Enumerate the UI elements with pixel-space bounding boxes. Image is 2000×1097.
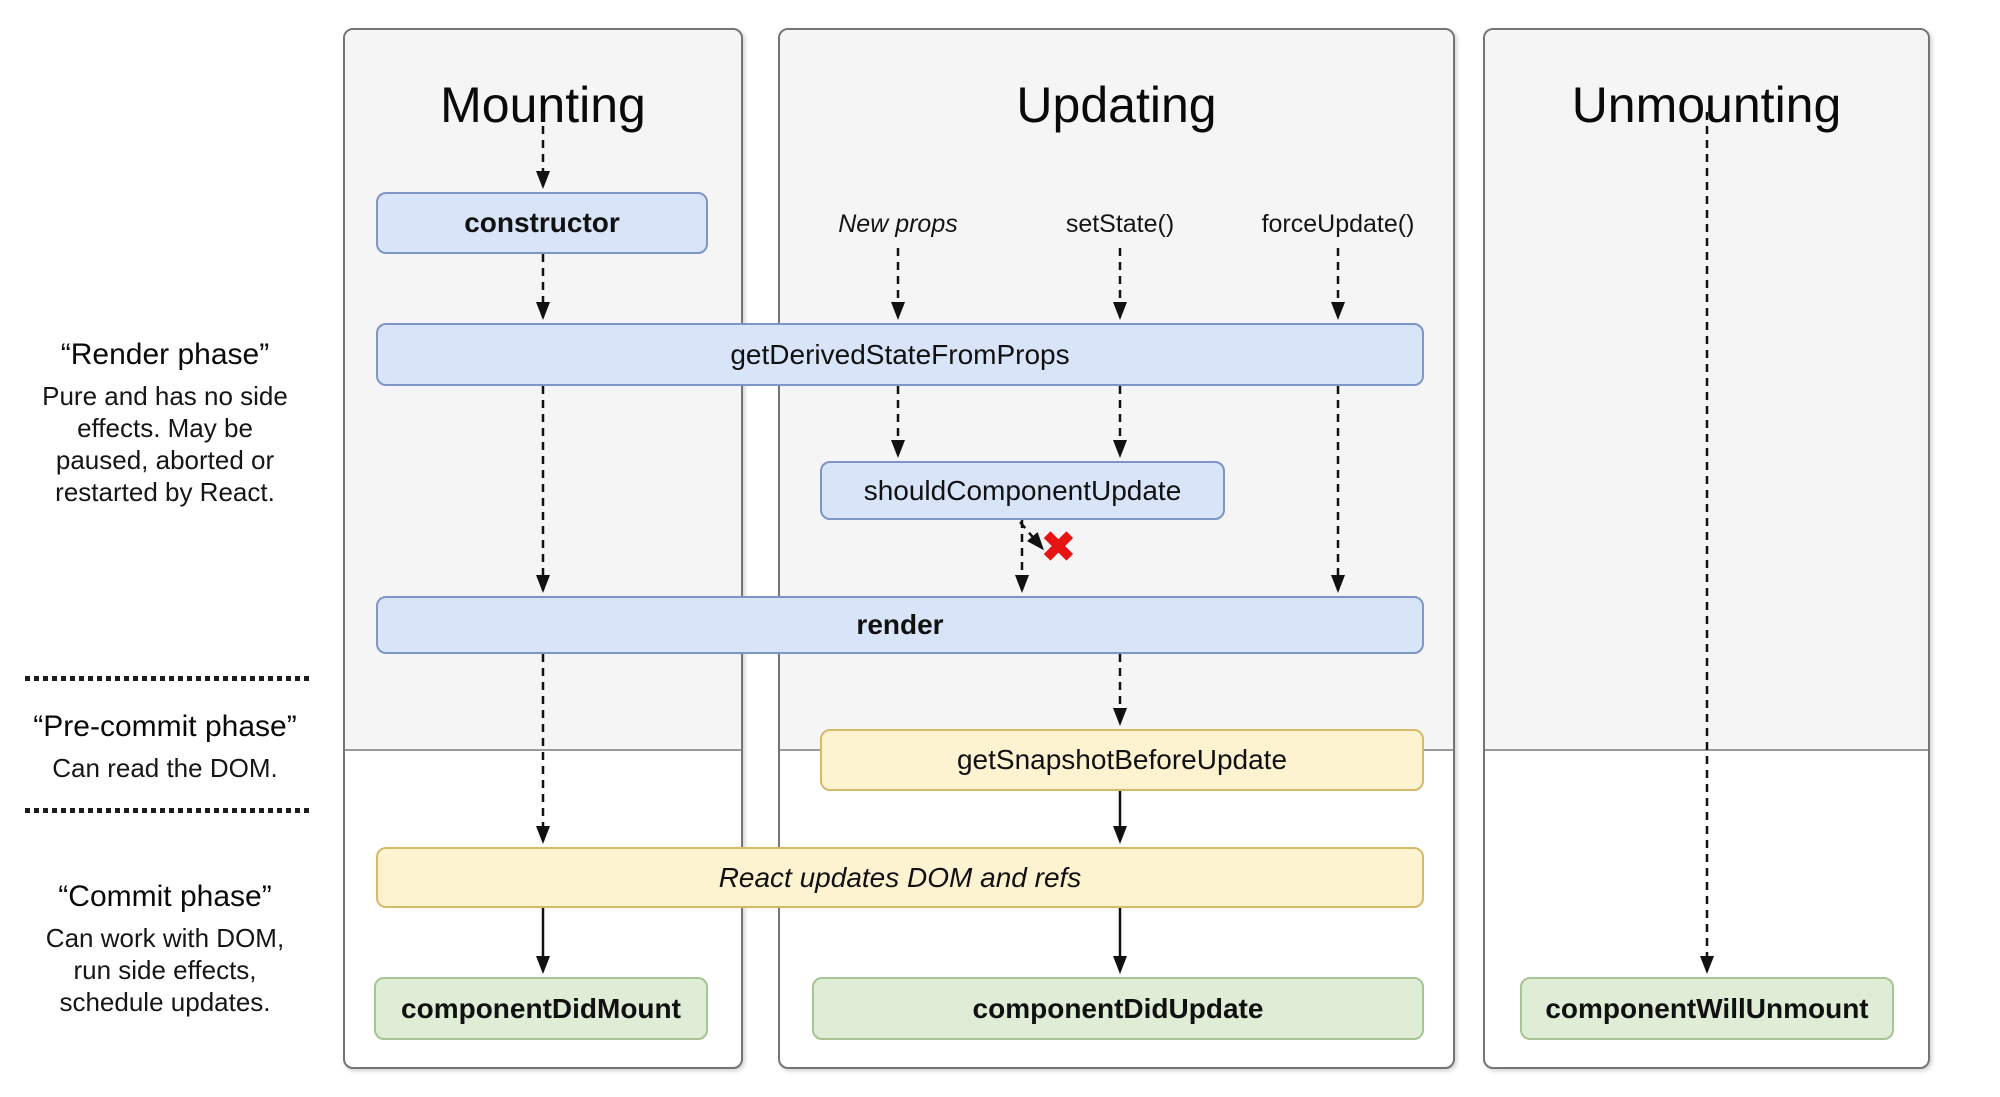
render-phase-line: effects. May be bbox=[77, 413, 253, 443]
trigger-set-state: setState() bbox=[1065, 210, 1175, 238]
render-phase-region bbox=[1485, 30, 1928, 751]
panel-mounting: Mounting bbox=[343, 28, 743, 1069]
render-phase-note: “Render phase” Pure and has no side effe… bbox=[15, 338, 315, 508]
node-constructor: constructor bbox=[376, 192, 708, 254]
trigger-force-update: forceUpdate() bbox=[1261, 210, 1415, 238]
commit-phase-note: “Commit phase” Can work with DOM, run si… bbox=[15, 880, 315, 1018]
node-react-updates-dom-and-refs: React updates DOM and refs bbox=[376, 847, 1424, 908]
render-phase-title: “Render phase” bbox=[60, 338, 270, 371]
panel-updating: Updating bbox=[778, 28, 1455, 1069]
phase-divider-dotted bbox=[25, 676, 309, 681]
commit-phase-line: Can work with DOM, bbox=[45, 923, 285, 953]
node-get-derived-state-from-props: getDerivedStateFromProps bbox=[376, 323, 1424, 386]
commit-phase-title: “Commit phase” bbox=[58, 880, 272, 913]
commit-phase-line: schedule updates. bbox=[59, 987, 271, 1017]
node-component-did-update: componentDidUpdate bbox=[812, 977, 1424, 1040]
phase-divider-dotted bbox=[25, 808, 309, 813]
node-component-will-unmount: componentWillUnmount bbox=[1520, 977, 1894, 1040]
node-render: render bbox=[376, 596, 1424, 654]
pre-commit-phase-title: “Pre-commit phase” bbox=[33, 710, 297, 743]
commit-phase-line: run side effects, bbox=[73, 955, 257, 985]
node-should-component-update: shouldComponentUpdate bbox=[820, 461, 1225, 520]
pre-commit-phase-line: Can read the DOM. bbox=[52, 753, 278, 783]
panel-unmounting: Unmounting bbox=[1483, 28, 1930, 1069]
panel-title-mounting: Mounting bbox=[440, 77, 646, 133]
node-component-did-mount: componentDidMount bbox=[374, 977, 708, 1040]
render-phase-line: restarted by React. bbox=[55, 477, 275, 507]
node-get-snapshot-before-update: getSnapshotBeforeUpdate bbox=[820, 729, 1424, 791]
render-phase-line: Pure and has no side bbox=[42, 381, 288, 411]
render-phase-line: paused, aborted or bbox=[55, 445, 275, 475]
no-update-x-icon: ✖ bbox=[1040, 523, 1077, 572]
panel-title-updating: Updating bbox=[1016, 77, 1217, 133]
panel-title-unmounting: Unmounting bbox=[1571, 77, 1842, 133]
pre-commit-phase-note: “Pre-commit phase” Can read the DOM. bbox=[15, 710, 315, 784]
trigger-new-props: New props bbox=[838, 210, 958, 238]
